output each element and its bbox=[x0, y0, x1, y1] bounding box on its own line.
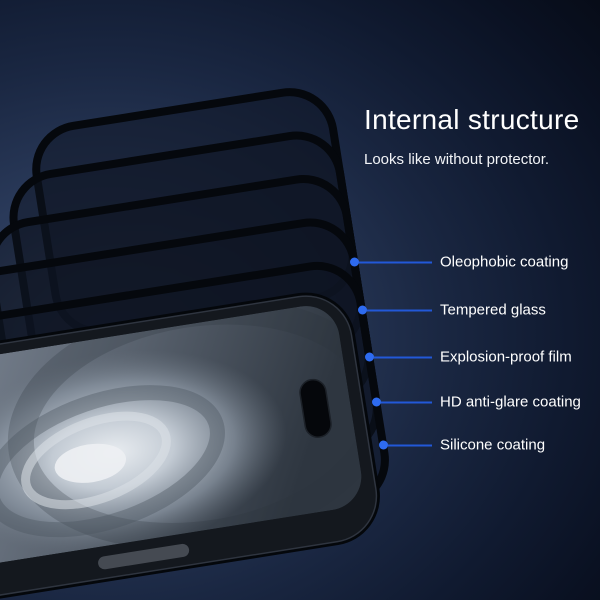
callout-oleophobic-coating: Oleophobic coating bbox=[350, 254, 568, 271]
callout-label: Silicone coating bbox=[440, 436, 546, 454]
speaker-slot bbox=[98, 543, 190, 570]
callout-hd-anti-glare-coating: HD anti-glare coating bbox=[372, 394, 581, 411]
callout-label: Oleophobic coating bbox=[440, 253, 569, 271]
callout-tempered-glass: Tempered glass bbox=[358, 302, 546, 319]
swirl-core bbox=[54, 443, 127, 483]
callout-label: HD anti-glare coating bbox=[440, 393, 581, 411]
callout-line bbox=[374, 356, 432, 358]
phone-screen bbox=[0, 301, 367, 571]
callout-label: Tempered glass bbox=[440, 301, 546, 319]
callout-line bbox=[367, 309, 432, 311]
swirl-ring-outer bbox=[0, 385, 225, 538]
page-subtitle: Looks like without protector. bbox=[364, 151, 550, 168]
callout-dot bbox=[365, 352, 374, 362]
callout-explosion-proof-film: Explosion-proof film bbox=[365, 349, 572, 366]
callout-line bbox=[388, 444, 432, 446]
callout-line bbox=[381, 401, 432, 403]
callout-label: Explosion-proof film bbox=[440, 348, 572, 366]
callout-dot bbox=[379, 440, 388, 450]
callout-line bbox=[359, 261, 432, 263]
phone-frame-highlight bbox=[0, 295, 378, 599]
heading: Internal structure Looks like without pr… bbox=[364, 104, 580, 168]
callout-dot bbox=[358, 305, 367, 315]
dynamic-island bbox=[299, 378, 332, 438]
page-title: Internal structure bbox=[364, 104, 580, 135]
callout-dot bbox=[350, 257, 359, 267]
swirl-ring-inner bbox=[21, 411, 171, 510]
callout-silicone-coating: Silicone coating bbox=[379, 437, 545, 454]
callout-dot bbox=[372, 397, 381, 407]
